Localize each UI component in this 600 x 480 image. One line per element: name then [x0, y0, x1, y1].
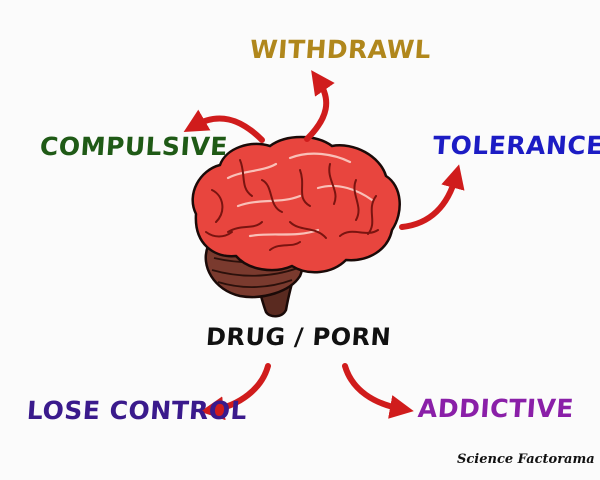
arrow-to-addictive [342, 363, 414, 419]
center-label: DRUG / PORN [205, 323, 393, 351]
node-compulsive-label: COMPULSIVE [38, 132, 229, 161]
arrow-to-tolerance [399, 164, 465, 230]
credit-text: Science Factorama [457, 452, 595, 467]
node-lose-control-label: LOSE CONTROL [25, 396, 249, 425]
node-tolerance-label: TOLERANCE [431, 131, 600, 160]
node-addictive-label: ADDICTIVE [416, 394, 575, 423]
arrow-to-withdrawl [304, 70, 335, 142]
brain-icon [191, 135, 401, 318]
arrow-to-compulsive [183, 109, 265, 143]
arrow-to-lose-control [200, 363, 271, 421]
node-withdrawl-label: WITHDRAWL [248, 35, 433, 64]
